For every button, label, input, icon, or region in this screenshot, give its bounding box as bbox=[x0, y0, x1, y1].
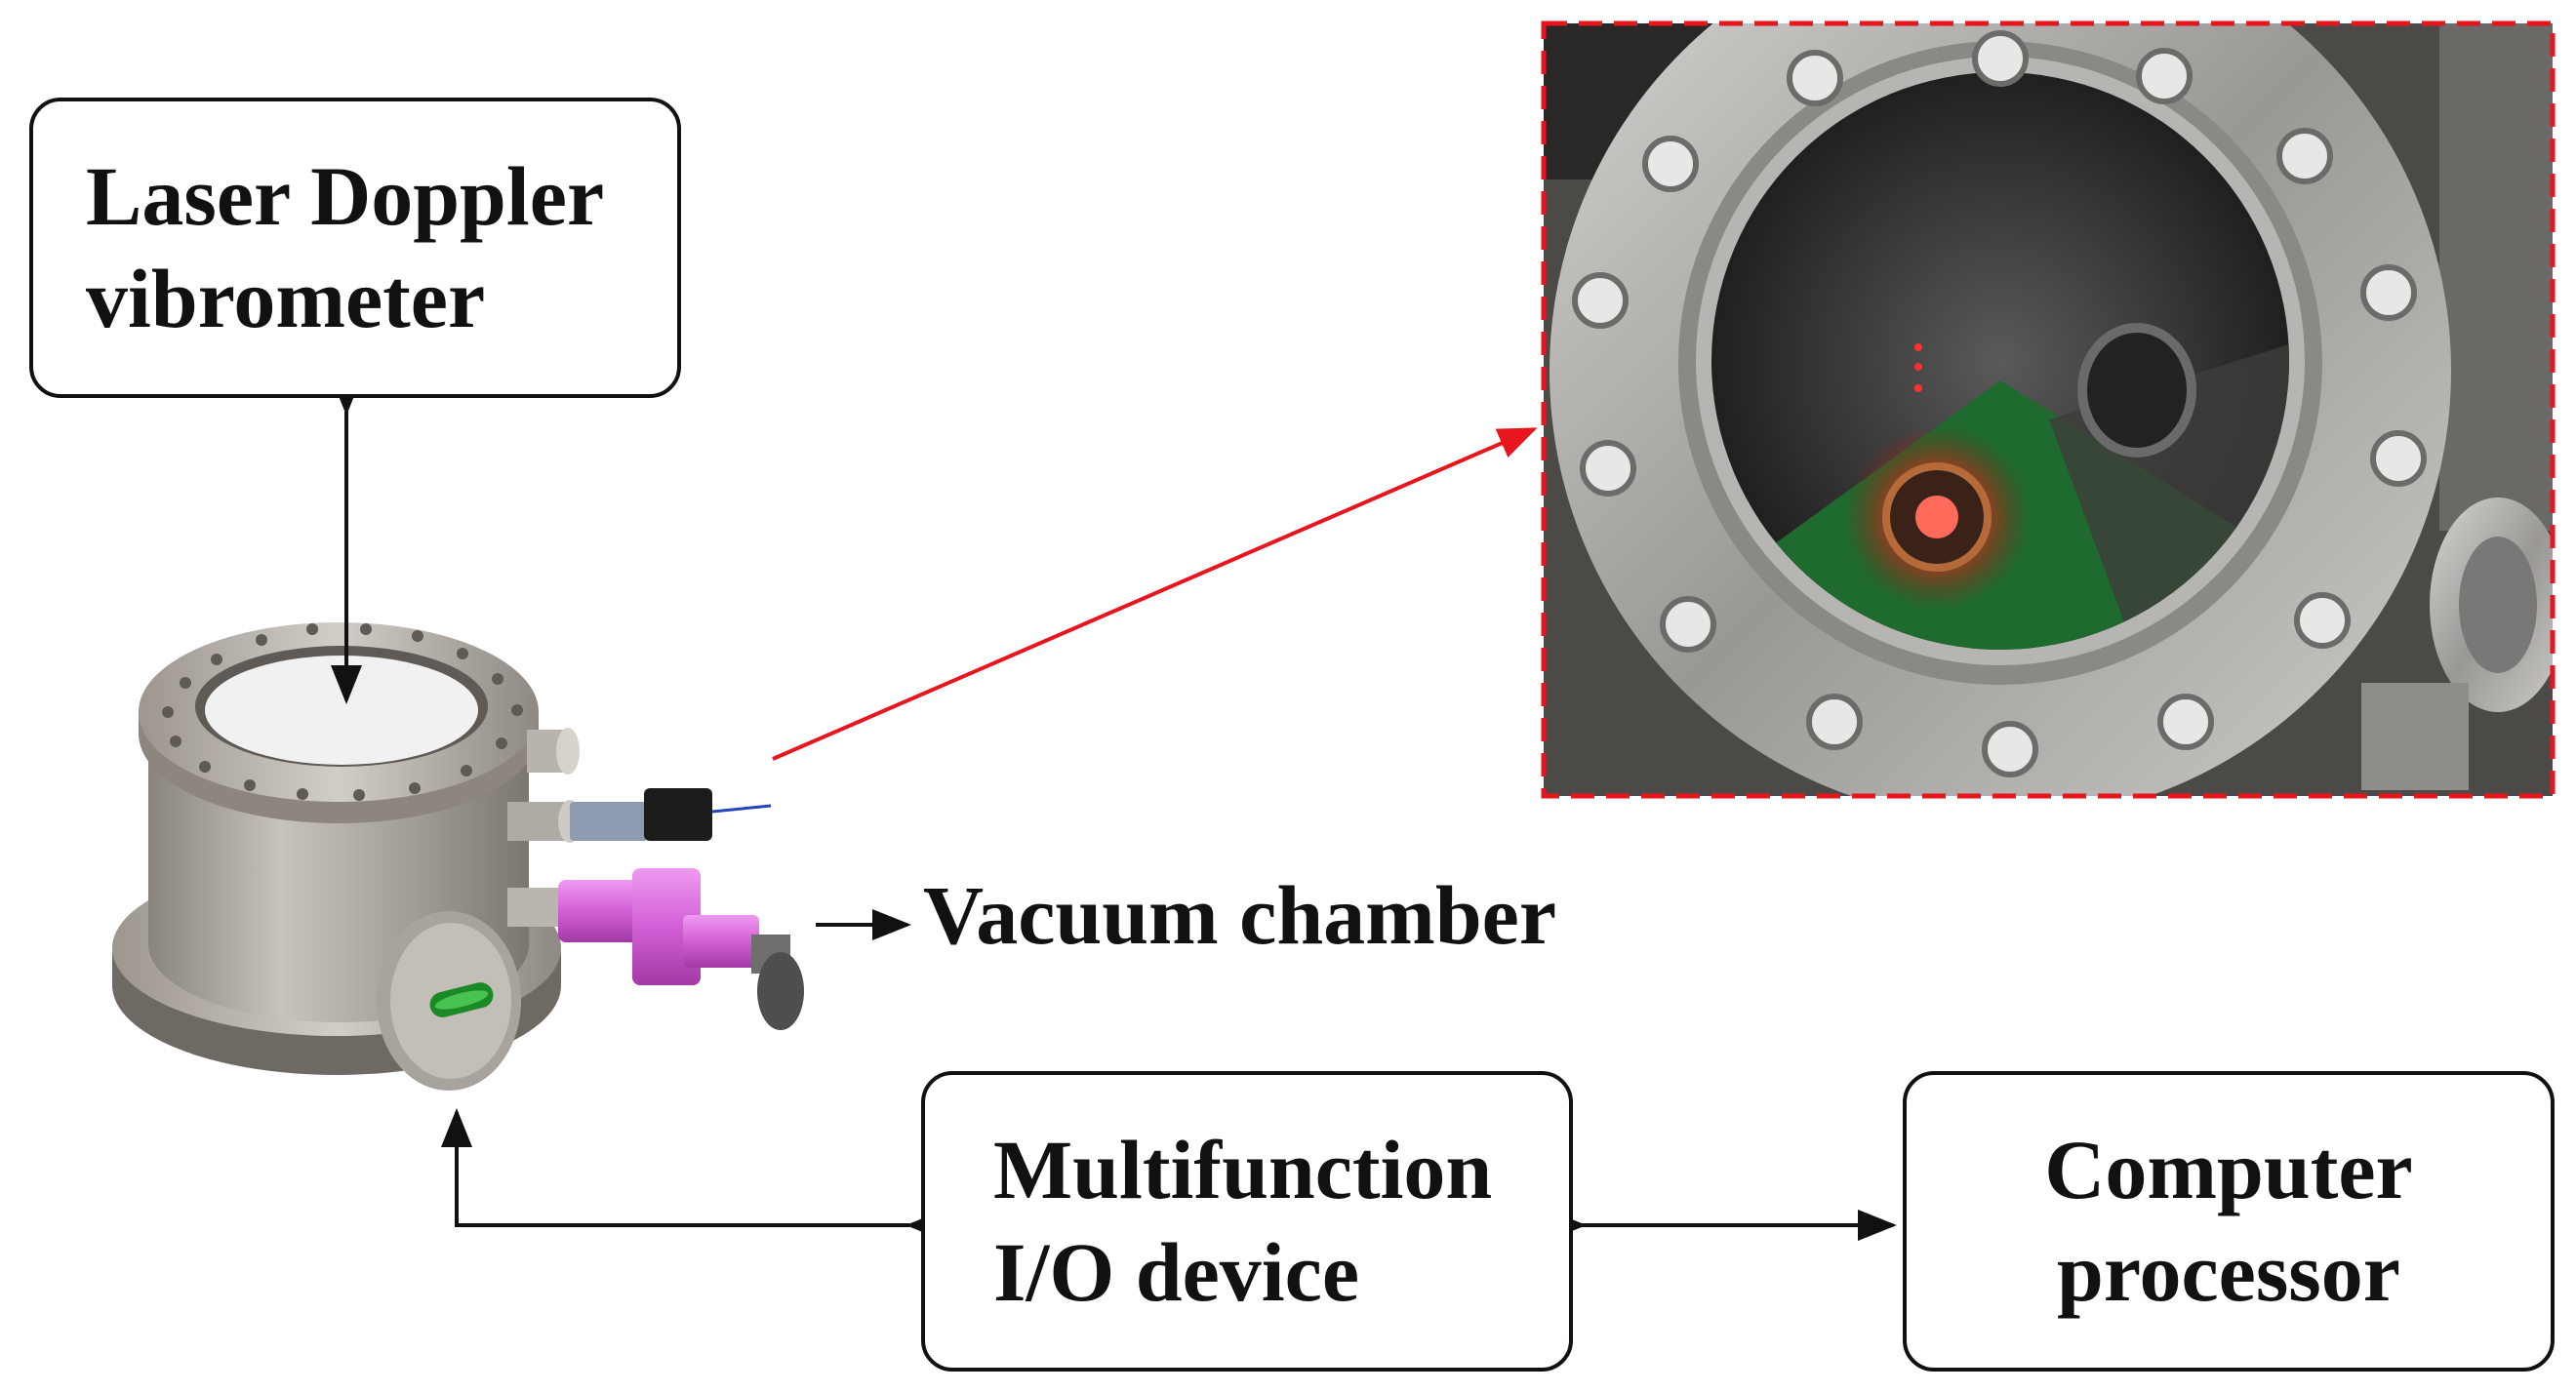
vacuum-chamber-label: Vacuum chamber bbox=[923, 868, 1556, 962]
ldv-line-2: vibrometer bbox=[86, 252, 486, 345]
laser-doppler-vibrometer-box: Laser Doppler vibrometer bbox=[29, 98, 681, 398]
cpu-line-1: Computer bbox=[2044, 1123, 2413, 1217]
computer-processor-box: Computer processor bbox=[1903, 1071, 2555, 1372]
cpu-line-2: processor bbox=[2057, 1225, 2400, 1319]
multifunction-io-device-box: Multifunction I/O device bbox=[921, 1071, 1573, 1372]
ldv-line-1: Laser Doppler bbox=[86, 149, 605, 244]
chamber-viewport-photo bbox=[1541, 20, 2556, 799]
arrow-mio-chamber bbox=[441, 1108, 945, 1241]
mio-line-1: Multifunction bbox=[993, 1123, 1493, 1217]
arrow-chamber-to-inset bbox=[772, 427, 1538, 761]
vacuum-chamber-render bbox=[112, 622, 804, 1091]
mio-line-2: I/O device bbox=[993, 1225, 1359, 1319]
